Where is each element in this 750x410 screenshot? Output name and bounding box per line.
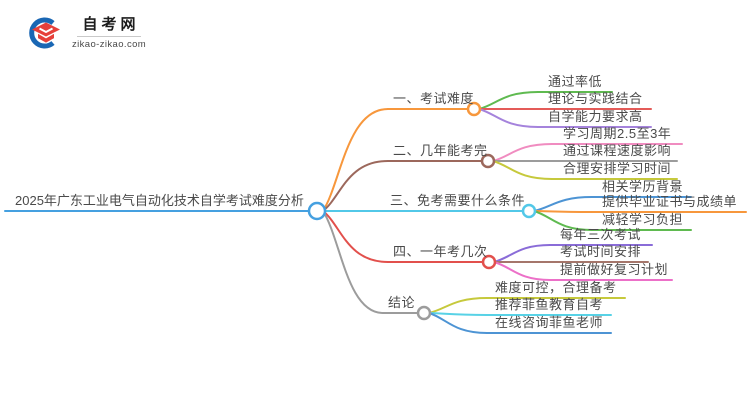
subtopic-label[interactable]: 理论与实践结合: [548, 91, 643, 106]
branch-node-circle[interactable]: [481, 254, 497, 270]
subtopic-connector: [428, 312, 488, 334]
logo-divider: [77, 36, 142, 37]
branch-topic[interactable]: 二、几年能考完: [393, 143, 488, 158]
subtopic-connector: [478, 108, 539, 128]
subtopic-connector: [493, 244, 551, 263]
branch-topic[interactable]: 结论: [388, 295, 416, 310]
graduation-cap-icon: [29, 17, 60, 49]
branch-topic[interactable]: 四、一年考几次: [393, 244, 488, 259]
branch-node-circle[interactable]: [416, 305, 432, 321]
subtopic-label[interactable]: 学习周期2.5至3年: [563, 126, 672, 141]
branch-connector: [322, 108, 389, 212]
subtopic-label[interactable]: 在线咨询菲鱼老师: [495, 315, 604, 330]
subtopic-label[interactable]: 合理安排学习时间: [563, 161, 672, 176]
subtopic-connector: [493, 261, 551, 281]
subtopic-connector: [492, 143, 553, 162]
subtopic-label[interactable]: 相关学历背景: [602, 179, 684, 194]
site-logo[interactable]: 自考网 zikao-zikao.com: [28, 16, 146, 50]
subtopic-label[interactable]: 自学能力要求高: [548, 109, 643, 124]
subtopic-connector: [428, 297, 488, 314]
subtopic-label[interactable]: 提前做好复习计划: [560, 262, 669, 277]
subtopic-label[interactable]: 推荐菲鱼教育自考: [495, 297, 604, 312]
branch-topic[interactable]: 一、考试难度: [393, 91, 475, 106]
root-node-circle[interactable]: [307, 201, 327, 221]
subtopic-label[interactable]: 通过率低: [548, 74, 603, 89]
subtopic-label[interactable]: 考试时间安排: [560, 244, 642, 259]
subtopic-connector: [533, 210, 593, 213]
branch-topic[interactable]: 三、免考需要什么条件: [390, 193, 526, 208]
subtopic-connector: [492, 160, 553, 180]
subtopic-label[interactable]: 通过课程速度影响: [563, 143, 672, 158]
subtopic-label[interactable]: 减轻学习负担: [602, 212, 684, 227]
root-topic[interactable]: 2025年广东工业电气自动化技术自学考试难度分析: [15, 193, 304, 208]
subtopic-connector: [533, 210, 593, 231]
branch-connector: [322, 160, 389, 212]
subtopic-label[interactable]: 每年三次考试: [560, 227, 642, 242]
subtopic-connector: [428, 312, 488, 316]
subtopic-label[interactable]: 提供毕业证书与成绩单: [602, 194, 738, 209]
branch-connector: [322, 210, 389, 263]
site-url: zikao-zikao.com: [72, 39, 147, 50]
site-name: 自考网: [82, 16, 140, 33]
branch-node-circle[interactable]: [480, 153, 496, 169]
subtopic-label[interactable]: 难度可控，合理备考: [495, 280, 617, 295]
branch-node-circle[interactable]: [521, 203, 537, 219]
branch-node-circle[interactable]: [466, 101, 482, 117]
subtopic-connector: [478, 91, 539, 110]
subtopic-connector: [533, 196, 593, 212]
branch-connector: [322, 210, 384, 314]
